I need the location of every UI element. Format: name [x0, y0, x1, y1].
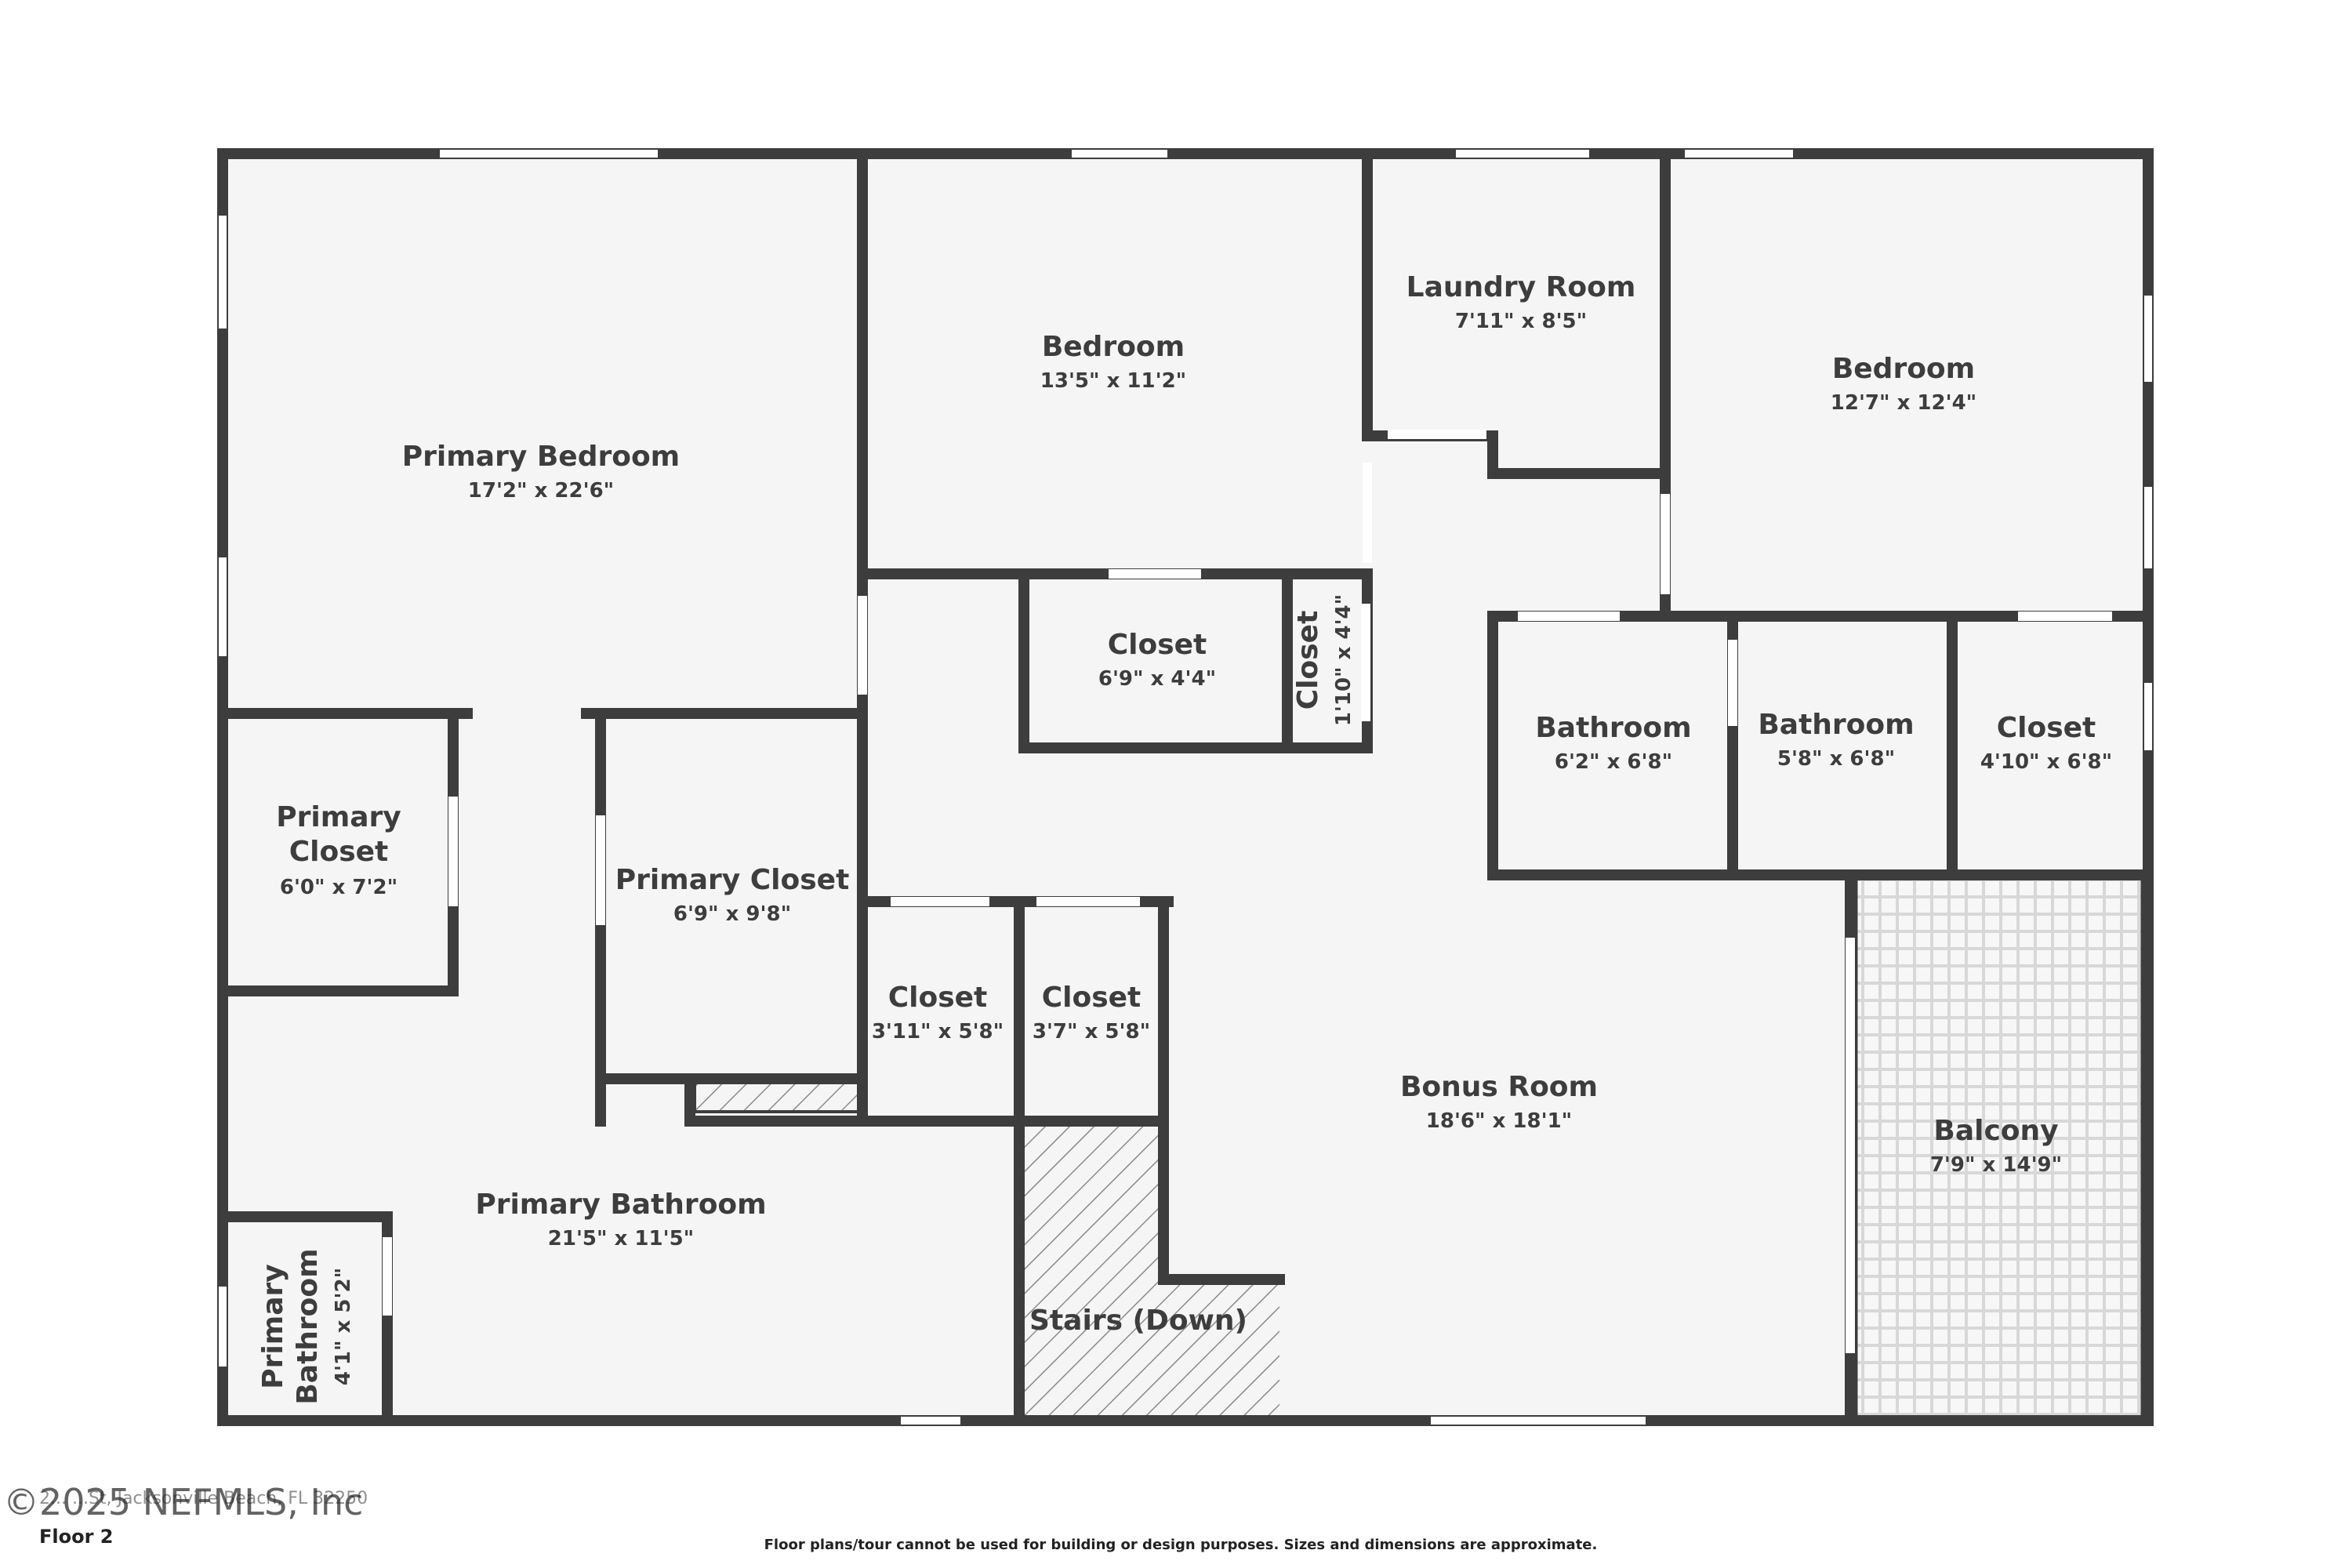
closet-dims: 3'7" x 5'8" [1033, 1020, 1150, 1044]
door-opening [1363, 463, 1372, 563]
door-opening [858, 596, 867, 695]
door-opening [1728, 640, 1737, 726]
window [2143, 485, 2154, 570]
window [1070, 148, 1169, 159]
room-labels: Primary Bedroom 17'2" x 22'6" Bedroom 13… [257, 271, 2112, 1405]
door-opening [383, 1237, 392, 1316]
primary-closet-label-line1: Primary [276, 801, 401, 833]
door-openings [383, 430, 2112, 1353]
bathroom-dims: 6'2" x 6'8" [1555, 750, 1672, 774]
closet-dims: 4'10" x 6'8" [1980, 750, 2112, 774]
closet-label: Closet [1042, 982, 1142, 1014]
window [2143, 681, 2154, 752]
bonus-room-dims: 18'6" x 18'1" [1426, 1109, 1572, 1133]
windows [217, 148, 2154, 1426]
closet-label: Closet [888, 982, 988, 1014]
primary-closet-dims: 6'0" x 7'2" [280, 876, 397, 899]
window [217, 556, 228, 658]
window [1454, 148, 1591, 159]
window [217, 1285, 228, 1368]
door-opening [1036, 897, 1140, 906]
outer-wall [217, 148, 2154, 1426]
balcony-dims: 7'9" x 14'9" [1930, 1153, 2062, 1177]
window [2143, 294, 2154, 383]
bedroom-dims: 12'7" x 12'4" [1831, 391, 1976, 415]
closet-dims: 1'10" x 4'4" [1332, 594, 1356, 726]
laundry-room-label: Laundry Room [1406, 271, 1636, 303]
primary-bathroom-dims: 21'5" x 11'5" [548, 1227, 694, 1250]
balcony-label: Balcony [1933, 1115, 2058, 1147]
closet-label: Closet [1292, 611, 1324, 710]
laundry-room-dims: 7'11" x 8'5" [1455, 310, 1587, 333]
door-opening [1661, 494, 1670, 594]
primary-closet-label-line2: Closet [289, 836, 389, 868]
floor-label: Floor 2 [39, 1526, 114, 1548]
watermark: ©2025 NEFMLS, Inc [3, 1481, 363, 1523]
bonus-room-label: Bonus Room [1400, 1071, 1598, 1103]
footer: ©2025 NEFMLS, Inc 2... ...St, Jacksonvil… [3, 1481, 1597, 1553]
door-opening [1361, 604, 1370, 721]
primary-bedroom-label: Primary Bedroom [402, 441, 680, 473]
bedroom-label: Bedroom [1042, 331, 1185, 363]
window [1429, 1415, 1647, 1426]
primary-bathroom-label-line2: Bathroom [292, 1248, 324, 1404]
bedroom-label: Bedroom [1832, 353, 1975, 385]
bathroom-label: Bathroom [1758, 709, 1914, 741]
primary-bathroom-label: Primary Bathroom [475, 1189, 766, 1221]
disclaimer-text: Floor plans/tour cannot be used for buil… [764, 1537, 1598, 1553]
primary-bathroom-dims: 4'1" x 5'2" [332, 1268, 355, 1385]
door-opening [1518, 612, 1620, 621]
balcony-floor [1855, 877, 2143, 1421]
door-opening [891, 897, 989, 906]
window [899, 1415, 962, 1426]
window [438, 148, 659, 159]
window [1683, 148, 1795, 159]
primary-closet-dims: 6'9" x 9'8" [673, 902, 791, 926]
primary-closet-label: Primary Closet [615, 864, 850, 896]
interior-floor [224, 155, 2148, 1421]
closet-label: Closet [1108, 629, 1207, 661]
stairs-label: Stairs (Down) [1029, 1305, 1247, 1337]
door-opening [448, 797, 458, 906]
door-opening [1846, 938, 1855, 1353]
primary-bedroom-dims: 17'2" x 22'6" [468, 479, 614, 503]
closet-label: Closet [1997, 712, 2096, 744]
door-opening [596, 815, 605, 925]
address-text: 2... ...St, Jacksonville Beach, FL 32250 [39, 1489, 368, 1508]
closet-dims: 3'11" x 5'8" [872, 1020, 1004, 1044]
stairs-floor [1019, 1124, 1279, 1417]
niche-hatch [693, 1080, 864, 1113]
closet-dims: 6'9" x 4'4" [1098, 667, 1216, 691]
bathroom-label: Bathroom [1535, 712, 1691, 744]
primary-bathroom-label-line1: Primary [257, 1264, 289, 1389]
door-opening [2018, 612, 2112, 621]
window [217, 214, 228, 330]
door-opening [1109, 569, 1201, 579]
bedroom-dims: 13'5" x 11'2" [1040, 369, 1186, 393]
bathroom-dims: 5'8" x 6'8" [1777, 747, 1895, 771]
door-opening [1388, 430, 1486, 439]
